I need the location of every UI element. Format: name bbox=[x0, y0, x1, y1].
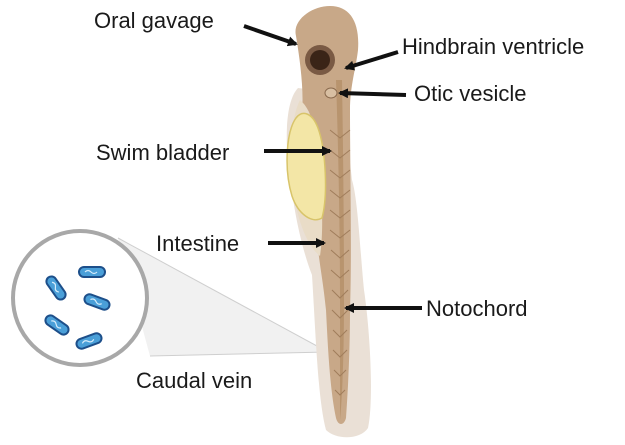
arrow-otic-vesicle bbox=[340, 93, 406, 95]
eye-pupil bbox=[310, 50, 330, 70]
label-caudal-vein: Caudal vein bbox=[136, 368, 252, 393]
label-notochord: Notochord bbox=[426, 296, 528, 321]
bacteria-inset bbox=[13, 231, 147, 365]
label-otic-vesicle: Otic vesicle bbox=[414, 81, 526, 106]
bacterium-body bbox=[79, 267, 105, 277]
zebrafish-larva bbox=[287, 6, 371, 437]
label-intestine: Intestine bbox=[156, 231, 239, 256]
label-hindbrain-ventricle: Hindbrain ventricle bbox=[402, 34, 584, 59]
otic-vesicle-shape bbox=[325, 88, 337, 98]
label-swim-bladder: Swim bladder bbox=[96, 140, 229, 165]
label-oral-gavage: Oral gavage bbox=[94, 8, 214, 33]
arrow-oral-gavage bbox=[244, 26, 296, 44]
bacterium-icon bbox=[79, 267, 105, 277]
